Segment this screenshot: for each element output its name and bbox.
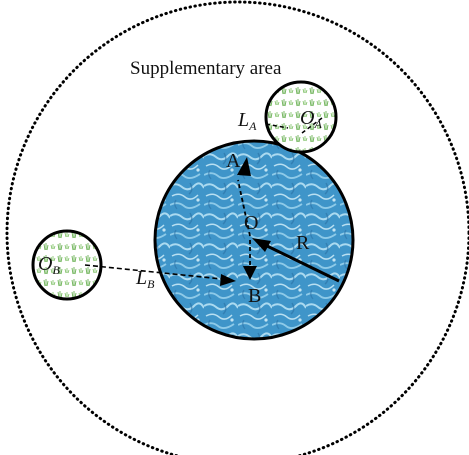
distance-a-label: LA [237, 109, 257, 133]
center-to-a-line [237, 179, 251, 237]
center-oa-label: OA [300, 107, 322, 131]
radius-r-label: R [296, 232, 310, 254]
center-ob-label: OB [38, 253, 60, 277]
supplementary-area-label: Supplementary area [130, 58, 282, 79]
radius-line [262, 242, 340, 283]
green-space-a [264, 80, 338, 154]
point-a-label: A [226, 150, 241, 172]
arrowhead-lb [220, 274, 236, 286]
distance-b-line [84, 264, 223, 280]
point-b-label: B [248, 285, 261, 307]
green-space-b [31, 229, 103, 301]
arrowhead-b [243, 266, 257, 280]
distance-b-label: LB [135, 267, 155, 291]
radius-arrowhead [252, 238, 271, 252]
supplementary-area-boundary [5, 0, 469, 455]
distance-a-line [265, 123, 289, 129]
arrowhead-a [237, 157, 251, 176]
center-o-label: O [244, 212, 258, 234]
